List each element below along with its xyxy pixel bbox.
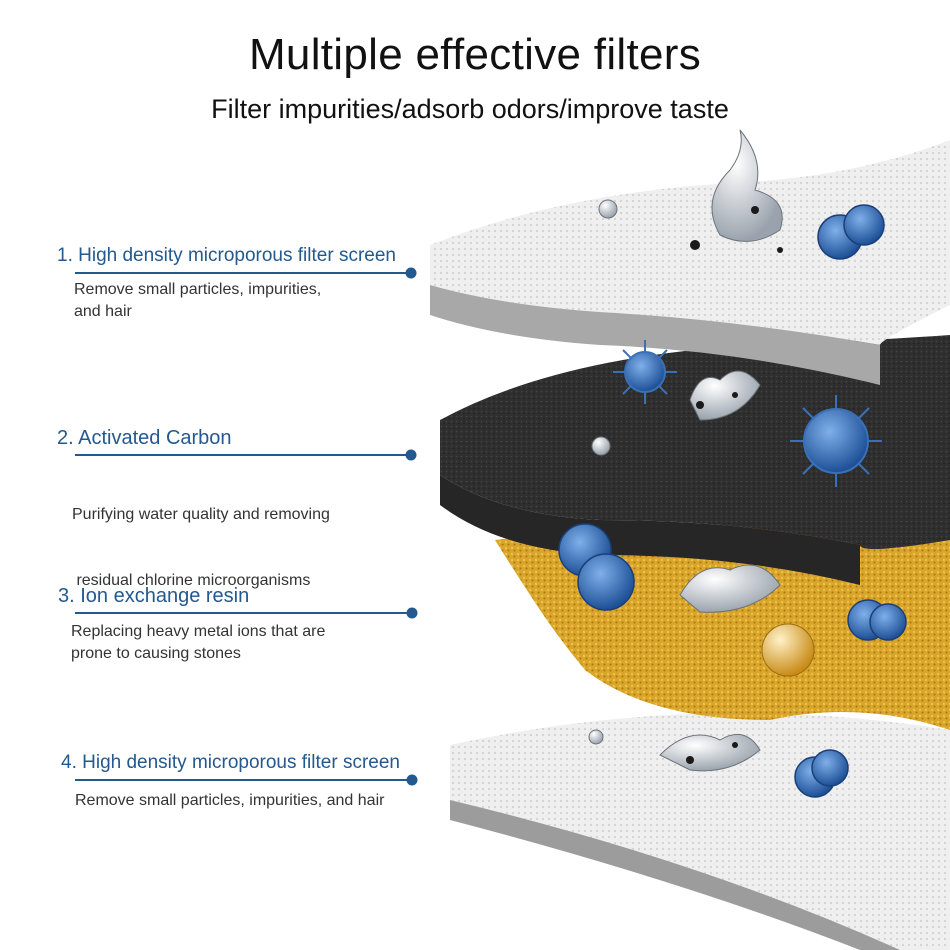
layer-4-description-line-1: Remove small particles, impurities, and … xyxy=(75,792,385,809)
layer-2-label: 2. Activated Carbon xyxy=(57,427,232,449)
connector-1 xyxy=(75,267,417,279)
layer-2-description: Purifying water quality and removing res… xyxy=(72,460,330,614)
layer-3-description-line-2: prone to causing stones xyxy=(71,645,241,662)
layer-1-white-mesh xyxy=(430,140,950,385)
connector-3 xyxy=(75,607,418,619)
bacteria-icon xyxy=(794,204,907,798)
connector-4 xyxy=(75,774,418,786)
layer-2-activated-carbon xyxy=(440,335,950,585)
connector-2 xyxy=(75,449,417,461)
layer-3-description: Replacing heavy metal ions that are pron… xyxy=(71,621,325,665)
layer-1-description: Remove small particles, impurities, and … xyxy=(74,279,321,323)
layer-4-description: Remove small particles, impurities, and … xyxy=(75,790,384,812)
resin-bead-icon xyxy=(761,623,815,677)
layer-1-description-line-2: and hair xyxy=(74,303,132,320)
layer-4-label: 4. High density microporous filter scree… xyxy=(61,752,400,773)
layer-3-description-line-1: Replacing heavy metal ions that are xyxy=(71,623,326,640)
layer-2-description-line-2: residual chlorine microorganisms xyxy=(72,572,311,589)
microbe-cluster-icon xyxy=(558,523,635,611)
virus-icon xyxy=(613,340,882,487)
layer-3-label: 3. Ion exchange resin xyxy=(58,585,250,607)
layer-1-label: 1. High density microporous filter scree… xyxy=(57,245,396,266)
page-subtitle: Filter impurities/adsorb odors/improve t… xyxy=(211,94,729,124)
page-title: Multiple effective filters xyxy=(248,30,702,79)
impurity-particle-icon xyxy=(686,206,783,764)
layer-1-description-line-1: Remove small particles, impurities, xyxy=(74,281,322,298)
layer-2-description-line-1: Purifying water quality and removing xyxy=(72,506,330,523)
